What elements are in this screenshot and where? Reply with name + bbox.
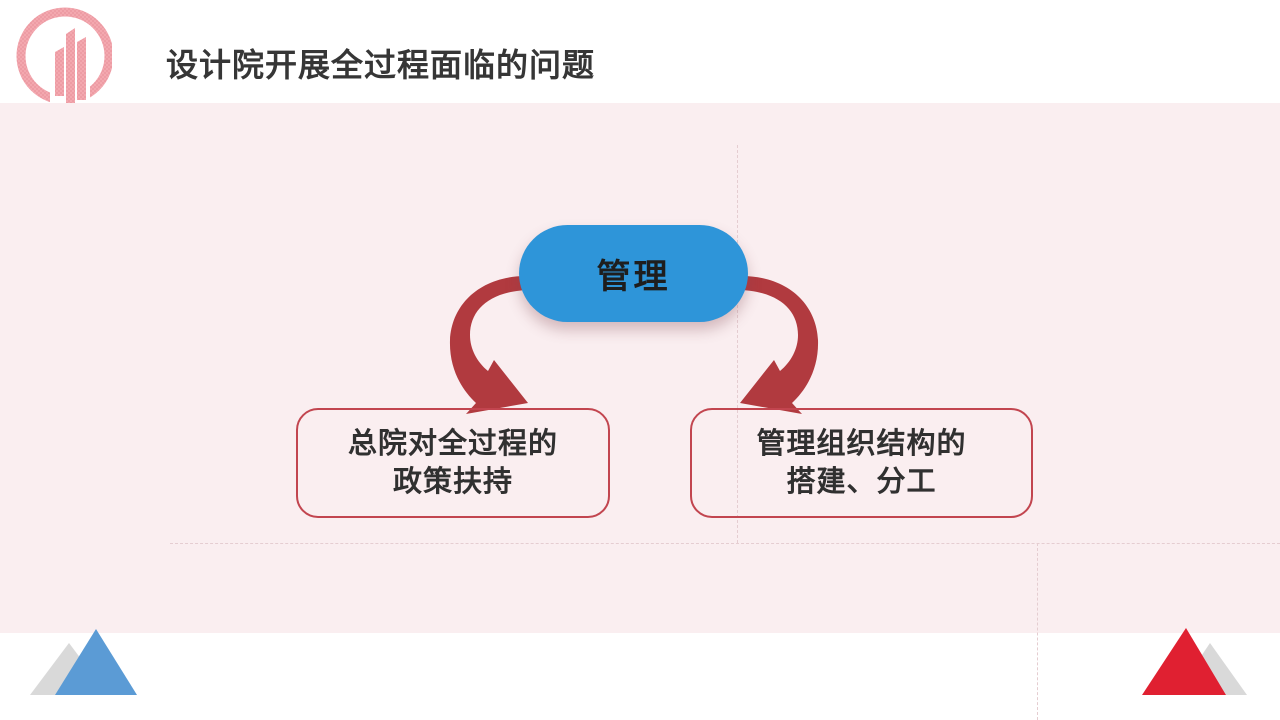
dashed-guide-vertical-center bbox=[737, 145, 738, 543]
child-node-label-line: 总院对全过程的 bbox=[347, 428, 558, 460]
bottom-right-triangle-icon bbox=[1142, 628, 1247, 695]
dashed-guide-vertical-right bbox=[1037, 543, 1038, 720]
dashed-guide-horizontal bbox=[170, 543, 1280, 544]
bottom-left-triangle-icon bbox=[30, 629, 137, 695]
curved-arrow-right-icon bbox=[720, 276, 819, 414]
circle-building-logo-icon bbox=[16, 7, 112, 105]
child-node-label-line: 政策扶持 bbox=[392, 466, 513, 498]
content-band bbox=[0, 103, 1280, 633]
child-node-label-line: 搭建、分工 bbox=[786, 466, 937, 498]
child-node-label-line: 管理组织结构的 bbox=[756, 428, 967, 460]
root-node-label: 管理 bbox=[596, 258, 671, 296]
root-node-management: 管理 bbox=[519, 225, 748, 322]
curved-arrow-left-icon bbox=[449, 276, 548, 414]
child-node-org-structure: 管理组织结构的 搭建、分工 bbox=[690, 408, 1033, 518]
child-node-policy-support: 总院对全过程的 政策扶持 bbox=[296, 408, 610, 518]
slide-title: 设计院开展全过程面临的问题 bbox=[166, 47, 596, 83]
